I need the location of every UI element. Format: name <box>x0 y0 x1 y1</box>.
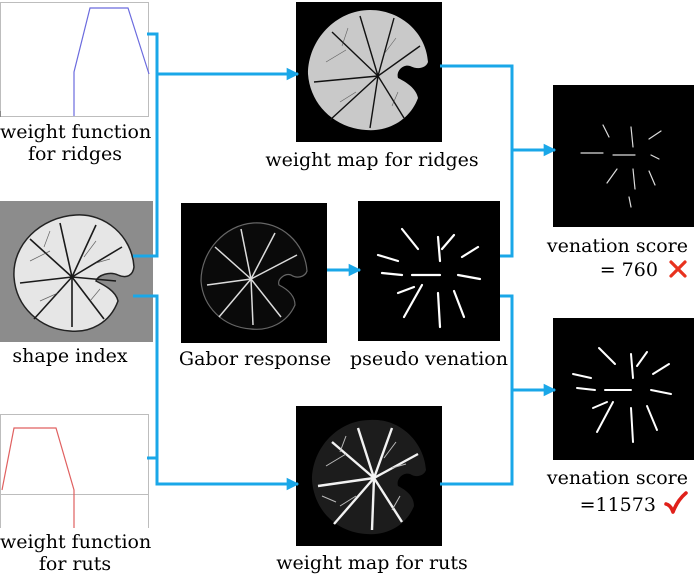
ridge-weight-map-label: weight map for ridges <box>265 149 479 171</box>
gabor-response-image <box>181 203 327 343</box>
venation-score-2-value: =11573 <box>579 494 656 516</box>
ridge-weight-function-label: weight function for ridges <box>0 121 152 165</box>
ridge-weight-function-plot <box>0 2 152 118</box>
cross-icon <box>668 259 688 284</box>
shape-index-label: shape index <box>12 345 128 367</box>
checkmark-icon <box>664 491 688 520</box>
arrow-pseudo-to-score-1 <box>500 150 514 258</box>
venation-score-1-value-row: = 760 <box>520 259 688 284</box>
venation-score-1-image <box>553 85 694 227</box>
arrow-rut-map-to-score-2 <box>440 390 514 486</box>
pseudo-venation-label: pseudo venation <box>350 348 508 370</box>
venation-score-1-title: venation score <box>546 235 688 257</box>
rut-weight-map-image <box>296 406 442 546</box>
venation-score-2-title: venation score <box>546 467 688 489</box>
venation-score-2-value-row: =11573 <box>520 491 688 520</box>
arrow-pseudo-to-score-2 <box>500 294 557 397</box>
shape-index-image <box>0 201 153 342</box>
venation-score-1-value: = 760 <box>599 259 658 281</box>
label-line-1: weight function <box>0 531 152 553</box>
rut-weight-function-plot <box>0 414 152 530</box>
ridge-weight-curve <box>73 7 150 116</box>
label-line-2: for ridges <box>27 143 123 165</box>
arrow-ridge-map-to-score-1 <box>440 64 557 157</box>
label-line-2: for ruts <box>38 553 112 575</box>
rut-weight-curve <box>1 427 75 528</box>
label-line-1: weight function <box>0 121 152 143</box>
pseudo-venation-image <box>358 201 500 341</box>
gabor-response-label: Gabor response <box>178 348 332 370</box>
rut-weight-function-label: weight function for ruts <box>0 531 152 575</box>
ridge-weight-map-image <box>296 2 442 142</box>
arrow-ridge-function-to-map <box>147 32 300 81</box>
rut-weight-map-label: weight map for ruts <box>276 552 468 574</box>
venation-score-2-image <box>553 318 694 460</box>
